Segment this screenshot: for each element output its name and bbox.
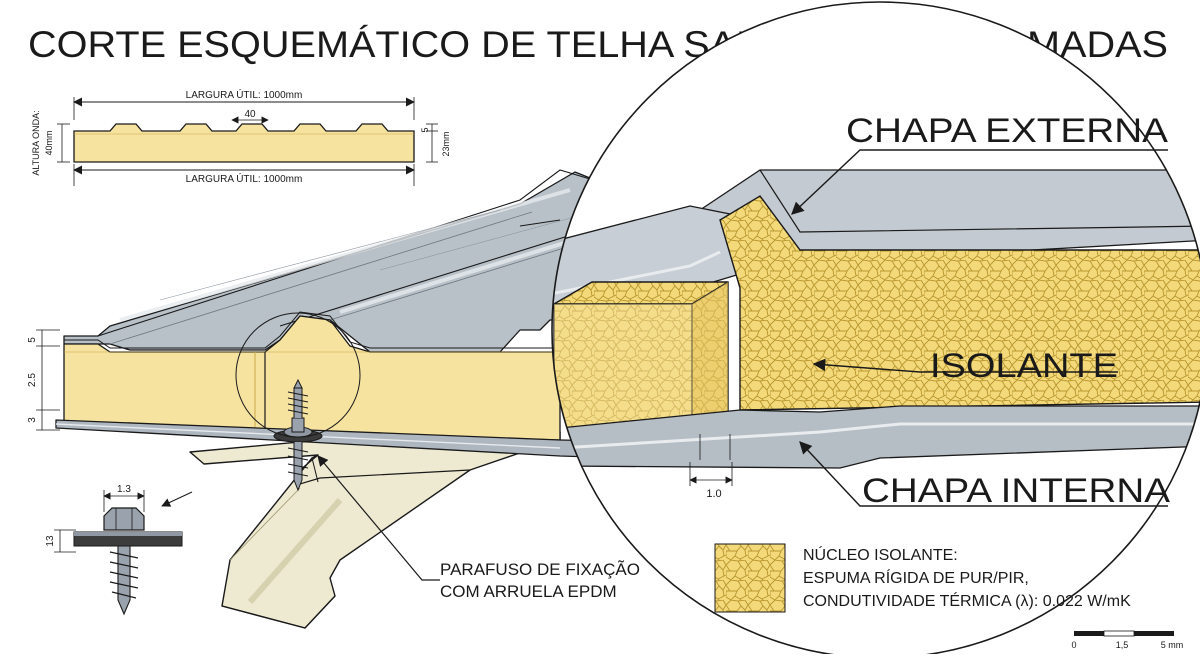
label-chapa-interna: CHAPA INTERNA <box>862 472 1170 510</box>
legend-line2: ESPUMA RÍGIDA DE PUR/PIR, <box>803 568 1029 587</box>
screw-height: 13 <box>45 535 56 547</box>
screw-hex-head <box>103 507 145 531</box>
right-top-dim: 5 <box>420 127 430 132</box>
profile-section: LARGURA ÚTIL: 1000mm 40 LARGURA ÚTIL: 10… <box>31 88 451 186</box>
screw-detail: 1.3 13 <box>45 484 183 616</box>
left-dim-top: 5 <box>27 337 38 343</box>
scale-tick-2: 5 mm <box>1161 640 1184 650</box>
screw-caption-line2: COM ARRUELA EPDM <box>440 582 617 601</box>
zoom-detail: 1.0 <box>551 1 1200 659</box>
left-dim-mid: 2.5 <box>27 373 38 387</box>
panel-screw <box>235 312 361 492</box>
scale-tick-0: 0 <box>1071 640 1076 650</box>
rib-width-label: 40 <box>244 109 256 120</box>
legend-line3: CONDUTIVIDADE TÉRMICA (λ): 0.022 W/mK <box>803 591 1131 610</box>
wave-height-label: ALTURA ONDA: <box>31 110 41 175</box>
label-isolante: ISOLANTE <box>930 347 1118 385</box>
width-bottom-label: LARGURA ÚTIL: 1000mm <box>186 172 303 185</box>
internal-thickness-label: 1.0 <box>706 488 721 500</box>
scale-bar: 0 1,5 5 mm <box>1071 630 1184 650</box>
legend: NÚCLEO ISOLANTE: ESPUMA RÍGIDA DE PUR/PI… <box>714 543 1131 613</box>
right-total-dim: 23mm <box>441 131 451 156</box>
screw-head-width: 1.3 <box>117 484 131 495</box>
screw-shank <box>117 545 131 616</box>
label-chapa-externa: CHAPA EXTERNA <box>846 112 1168 150</box>
legend-foam-swatch <box>714 543 786 613</box>
wave-height-value: 40mm <box>44 130 54 155</box>
profile-foam <box>73 123 415 163</box>
legend-line1: NÚCLEO ISOLANTE: <box>803 545 958 564</box>
width-top-label: LARGURA ÚTIL: 1000mm <box>186 88 303 101</box>
scale-tick-1: 1,5 <box>1116 640 1129 650</box>
callouts: CHAPA EXTERNA ISOLANTE CHAPA INTERNA PAR… <box>161 112 1170 601</box>
left-dim-bottom: 3 <box>27 417 38 423</box>
screw-caption-line1: PARAFUSO DE FIXAÇÃO <box>440 560 640 579</box>
panel-left-dims: 5 2.5 3 <box>27 329 60 431</box>
